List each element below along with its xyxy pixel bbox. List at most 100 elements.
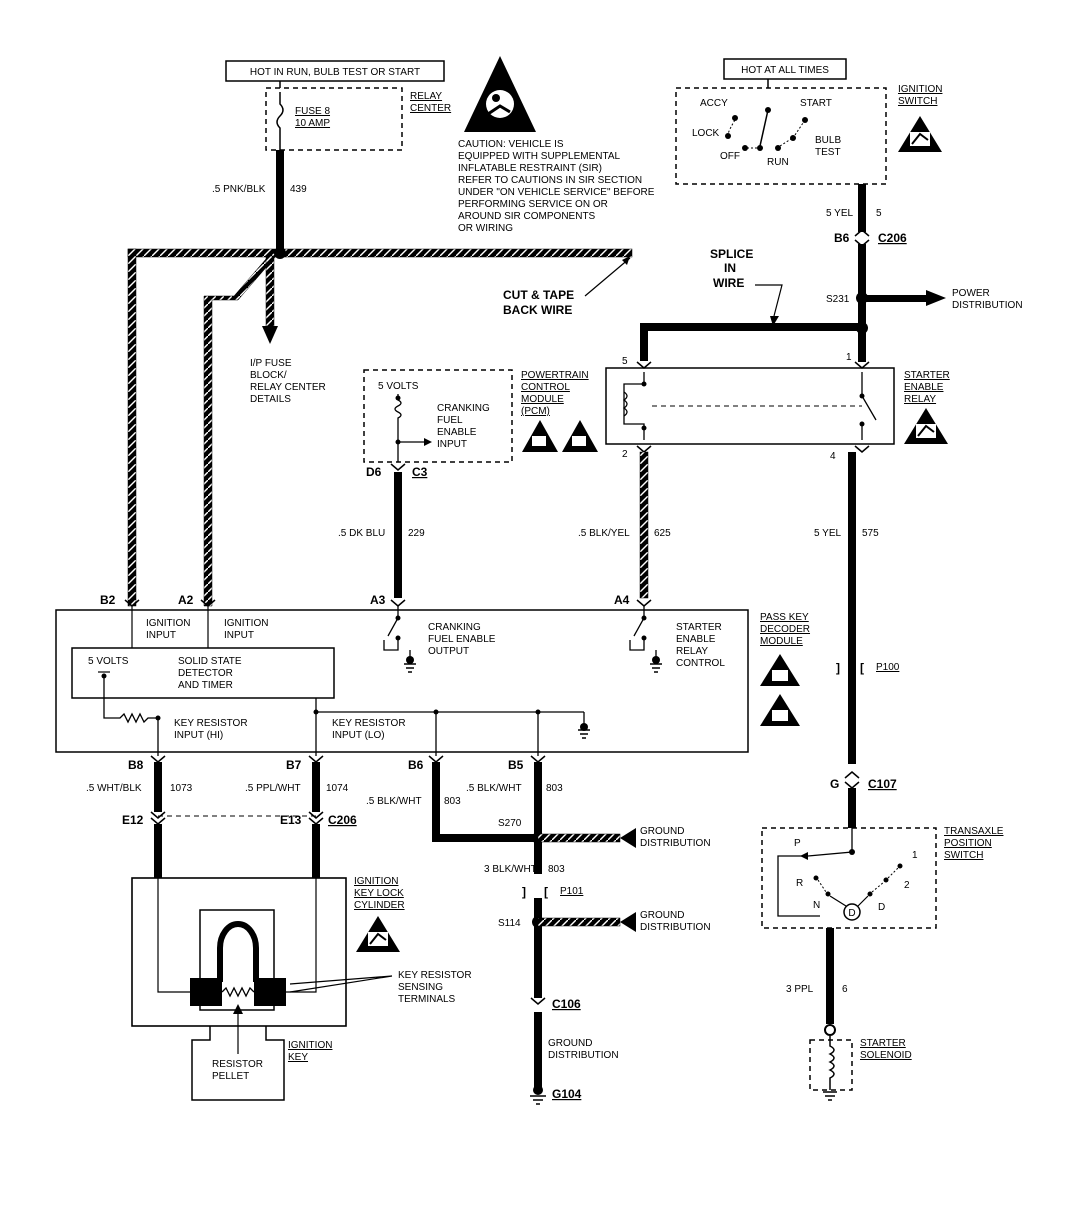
ser-label-1: STARTER bbox=[904, 370, 950, 381]
cut-tape-label-2: BACK WIRE bbox=[503, 303, 572, 317]
wire-b2 bbox=[127, 248, 137, 607]
ign-switch-label-2: SWITCH bbox=[898, 96, 937, 107]
fuse-8-symbol bbox=[276, 92, 284, 150]
ser-warning-icon bbox=[904, 408, 948, 444]
wire-803-b6-color: .5 BLK/WHT bbox=[366, 796, 422, 807]
transaxle-position-switch-box bbox=[761, 827, 937, 929]
wire-1074 bbox=[312, 762, 320, 812]
krst-label-2: SENSING bbox=[398, 982, 443, 993]
wire-3-blkwht-color: 3 BLK/WHT bbox=[484, 864, 537, 875]
wire-803-b5 bbox=[534, 762, 542, 874]
wire-5-color: 5 YEL bbox=[826, 208, 853, 219]
svg-text:INFLATABLE RESTRAINT (SIR): INFLATABLE RESTRAINT (SIR) bbox=[458, 163, 602, 174]
p101-symbol-left: ] bbox=[522, 885, 526, 899]
power-label-2: DISTRIBUTION bbox=[952, 300, 1023, 311]
solid-state-detector-box bbox=[71, 647, 335, 699]
kri-hi-2: INPUT (HI) bbox=[174, 730, 223, 741]
pcm-esd-icon-1 bbox=[522, 420, 558, 452]
hot-all-label: HOT AT ALL TIMES bbox=[741, 65, 829, 76]
cfe-output-1: CRANKING bbox=[428, 622, 481, 633]
power-dist-arrow bbox=[926, 290, 946, 306]
wire-5-yel-top bbox=[858, 184, 866, 232]
relay-pin-1: 1 bbox=[846, 352, 852, 363]
hot-all-label-box bbox=[723, 58, 847, 80]
ikl-label-2: KEY LOCK bbox=[354, 888, 404, 899]
wire-229-color: .5 DK BLU bbox=[338, 528, 385, 539]
wire-439-color: .5 PNK/BLK bbox=[212, 184, 266, 195]
starter-enable-relay-box bbox=[605, 367, 895, 445]
g104-ground bbox=[533, 1085, 543, 1095]
ip-label-1: I/P FUSE bbox=[250, 358, 292, 369]
ign-switch-label-1: IGNITION bbox=[898, 84, 942, 95]
relay-pin-2: 2 bbox=[622, 449, 628, 460]
wire-803-b6-circuit: 803 bbox=[444, 796, 461, 807]
wire-625-color: .5 BLK/YEL bbox=[578, 528, 630, 539]
tp-diode-circle bbox=[843, 903, 861, 921]
g104-label: G104 bbox=[552, 1087, 582, 1101]
ign-key-label-2: KEY bbox=[288, 1052, 308, 1063]
power-label-1: POWER bbox=[952, 288, 990, 299]
ip-fuse-arrow bbox=[262, 326, 278, 344]
pcm-label-4: (PCM) bbox=[521, 406, 550, 417]
tp-1: 1 bbox=[912, 850, 918, 861]
wire-1074-circuit: 1074 bbox=[326, 783, 349, 794]
ssd-label-1: SOLID STATE bbox=[178, 656, 242, 667]
p101-label: P101 bbox=[560, 886, 584, 897]
test-label: TEST bbox=[815, 147, 841, 158]
tps-label-1: TRANSAXLE bbox=[944, 826, 1004, 837]
ikl-warning-icon bbox=[356, 916, 400, 952]
cut-tape-pointer bbox=[584, 257, 631, 297]
pass-key-decoder-box bbox=[55, 609, 749, 753]
s270-gnd-1: GROUND bbox=[640, 826, 684, 837]
a2-pin: A2 bbox=[178, 593, 194, 607]
cfe-input-3: ENABLE bbox=[437, 427, 477, 438]
wire-229-circuit: 229 bbox=[408, 528, 425, 539]
pcm-esd-icon-2 bbox=[562, 420, 598, 452]
kri-lo-1: KEY RESISTOR bbox=[332, 718, 406, 729]
krst-label-3: TERMINALS bbox=[398, 994, 456, 1005]
ip-label-4: DETAILS bbox=[250, 394, 291, 405]
cfe-output-switch bbox=[383, 606, 411, 664]
pcm-label-1: POWERTRAIN bbox=[521, 370, 589, 381]
wire-575-circuit: 575 bbox=[862, 528, 879, 539]
s231-label: S231 bbox=[826, 294, 850, 305]
ssd-label-2: DETECTOR bbox=[178, 668, 233, 679]
wire-1073 bbox=[154, 762, 162, 812]
tps-label-2: POSITION bbox=[944, 838, 992, 849]
pkd-label-3: MODULE bbox=[760, 636, 803, 647]
splice-pointer bbox=[755, 284, 783, 317]
fuse-label-2: 10 AMP bbox=[295, 118, 330, 129]
pellet-label-2: PELLET bbox=[212, 1071, 249, 1082]
wire-575-color: 5 YEL bbox=[814, 528, 841, 539]
s114-ground-arrow bbox=[620, 912, 636, 932]
lock-label: LOCK bbox=[692, 128, 720, 139]
cfe-input-2: FUEL bbox=[437, 415, 463, 426]
cfe-output-2: FUEL ENABLE bbox=[428, 634, 496, 645]
c106-connector: C106 bbox=[552, 997, 581, 1011]
ign-switch-warning-icon bbox=[898, 116, 942, 152]
tp-circle-d: D bbox=[848, 908, 855, 919]
p101-symbol-right: [ bbox=[544, 885, 548, 899]
tps-label-3: SWITCH bbox=[944, 850, 983, 861]
relay-center-label-2: CENTER bbox=[410, 103, 451, 114]
krst-label-1: KEY RESISTOR bbox=[398, 970, 472, 981]
d6-pin: D6 bbox=[366, 465, 382, 479]
wire-1074-color: .5 PPL/WHT bbox=[245, 783, 301, 794]
tp-2: 2 bbox=[904, 880, 910, 891]
b6-pin: B6 bbox=[408, 758, 424, 772]
kri-hi-1: KEY RESISTOR bbox=[174, 718, 248, 729]
svg-text:EQUIPPED WITH SUPPLEMENTAL: EQUIPPED WITH SUPPLEMENTAL bbox=[458, 151, 621, 162]
pcm-label-2: CONTROL bbox=[521, 382, 570, 393]
pkd-label-1: PASS KEY bbox=[760, 612, 809, 623]
splice-label-3: WIRE bbox=[713, 276, 744, 290]
krst-pointers bbox=[289, 975, 393, 993]
pkd-esd-icon-2 bbox=[760, 694, 800, 726]
wire-439 bbox=[276, 150, 284, 254]
serc-3: RELAY bbox=[676, 646, 708, 657]
wire-6-circuit: 6 bbox=[842, 984, 848, 995]
tp-contacts bbox=[813, 863, 903, 897]
svg-text:AROUND SIR COMPONENTS: AROUND SIR COMPONENTS bbox=[458, 211, 596, 222]
wire-6 bbox=[826, 928, 834, 1024]
wire-229 bbox=[394, 472, 402, 598]
splice-wire bbox=[640, 323, 862, 331]
